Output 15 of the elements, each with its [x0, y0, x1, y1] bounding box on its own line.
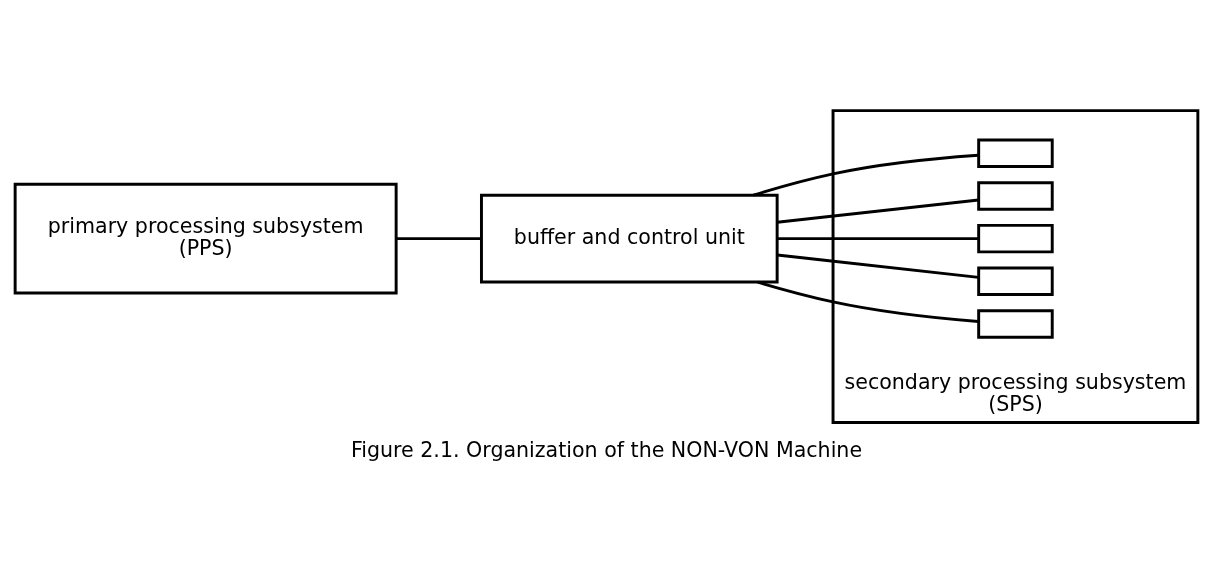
cluster: secondary processing subsystem (SPS) — [831, 109, 1200, 424]
connector — [777, 198, 979, 224]
connector — [777, 253, 979, 279]
node-box — [977, 138, 1054, 168]
node-box — [977, 309, 1054, 339]
connector — [757, 280, 979, 323]
node-box — [977, 266, 1054, 296]
node-box — [977, 223, 1054, 254]
node-box — [977, 181, 1054, 211]
caption: Figure 2.1. Organization of the NON-VON Machine — [350, 437, 863, 462]
connector — [752, 153, 979, 197]
connector — [396, 237, 482, 241]
node-box: buffer and control unit — [480, 193, 779, 284]
node-box: primary processing subsystem (PPS) — [13, 182, 398, 295]
connector — [777, 237, 979, 241]
